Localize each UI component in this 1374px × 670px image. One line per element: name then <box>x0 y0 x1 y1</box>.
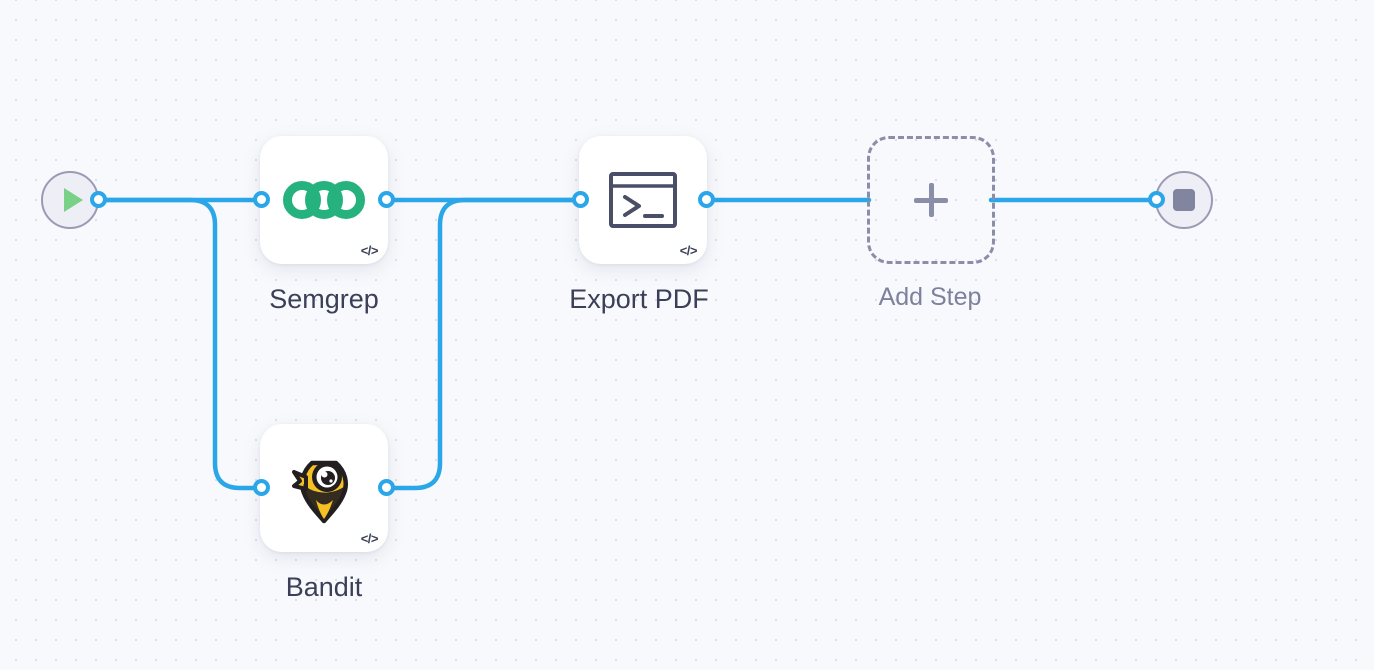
start-node-output-port[interactable] <box>90 191 107 208</box>
code-badge-icon: </> <box>360 243 379 258</box>
node-bandit-input-port[interactable] <box>253 479 270 496</box>
node-bandit-output-port[interactable] <box>378 479 395 496</box>
node-semgrep[interactable]: </> <box>260 136 388 264</box>
plus-icon <box>914 183 948 217</box>
terminal-icon <box>579 136 707 264</box>
node-bandit-label: Bandit <box>285 572 363 602</box>
node-export-pdf-label: Export PDF <box>569 284 709 314</box>
start-node[interactable] <box>41 171 99 229</box>
node-export-pdf-output-port[interactable] <box>698 191 715 208</box>
add-step-button[interactable] <box>867 136 995 264</box>
node-export-pdf[interactable]: </> <box>579 136 707 264</box>
play-icon <box>63 188 83 212</box>
semgrep-logo-icon <box>260 136 388 264</box>
edge-bandit-to-exportpdf <box>382 197 584 491</box>
stop-icon <box>1173 189 1195 211</box>
code-badge-icon: </> <box>360 531 379 546</box>
end-node[interactable] <box>1155 171 1213 229</box>
node-semgrep-output-port[interactable] <box>378 191 395 208</box>
node-semgrep-input-port[interactable] <box>253 191 270 208</box>
bandit-logo-icon <box>260 424 388 552</box>
code-badge-icon: </> <box>679 243 698 258</box>
add-step-label: Add Step <box>878 283 982 311</box>
node-semgrep-label: Semgrep <box>269 284 379 314</box>
node-export-pdf-input-port[interactable] <box>572 191 589 208</box>
end-node-input-port[interactable] <box>1148 191 1165 208</box>
node-bandit[interactable]: </> <box>260 424 388 552</box>
edge-start-to-bandit <box>96 197 265 491</box>
